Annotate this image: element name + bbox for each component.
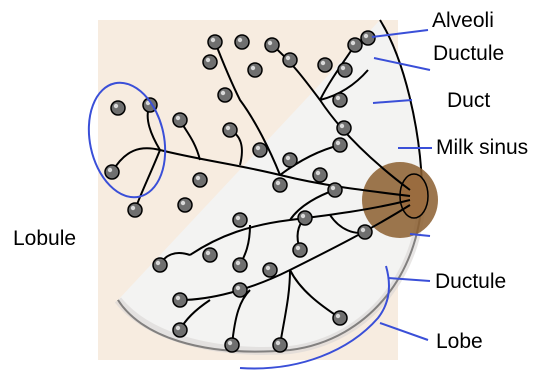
alveolus bbox=[333, 311, 347, 325]
alveolus-highlight bbox=[228, 341, 232, 345]
alveolus-highlight bbox=[176, 296, 180, 300]
alveolus bbox=[233, 258, 247, 272]
alveolus-highlight bbox=[341, 66, 345, 70]
alveolus-highlight bbox=[331, 186, 335, 190]
alveolus-highlight bbox=[206, 58, 210, 62]
alveolus-highlight bbox=[236, 261, 240, 265]
alveolus bbox=[111, 101, 125, 115]
alveolus-highlight bbox=[251, 66, 255, 70]
alveolus-highlight bbox=[296, 246, 300, 250]
alveolus bbox=[265, 38, 279, 52]
alveolus bbox=[318, 58, 332, 72]
alveolus-highlight bbox=[206, 251, 210, 255]
alveolus-highlight bbox=[321, 61, 325, 65]
alveolus-highlight bbox=[276, 181, 280, 185]
alveolus-highlight bbox=[364, 34, 368, 38]
alveolus bbox=[313, 168, 327, 182]
alveolus bbox=[283, 53, 297, 67]
alveolus bbox=[173, 293, 187, 307]
alveolus-highlight bbox=[238, 38, 242, 42]
alveolus-highlight bbox=[108, 168, 112, 172]
alveolus bbox=[248, 63, 262, 77]
alveolus-highlight bbox=[181, 201, 185, 205]
label-milk-sinus: Milk sinus bbox=[436, 137, 528, 158]
alveolus bbox=[218, 88, 232, 102]
alveolus bbox=[298, 211, 312, 225]
alveolus-highlight bbox=[131, 206, 135, 210]
alveolus bbox=[173, 323, 187, 337]
alveolus bbox=[225, 338, 239, 352]
label-ductule-bottom: Ductule bbox=[435, 271, 506, 292]
alveolus bbox=[348, 38, 362, 52]
alveolus-highlight bbox=[336, 96, 340, 100]
label-lobe: Lobe bbox=[436, 331, 483, 352]
alveolus bbox=[263, 263, 277, 277]
alveolus-highlight bbox=[340, 124, 344, 128]
alveolus bbox=[178, 198, 192, 212]
alveolus bbox=[283, 153, 297, 167]
alveolus-highlight bbox=[211, 38, 215, 42]
alveolus bbox=[253, 143, 267, 157]
alveolus-highlight bbox=[286, 56, 290, 60]
alveolus bbox=[333, 93, 347, 107]
alveolus bbox=[203, 248, 217, 262]
alveolus-highlight bbox=[176, 326, 180, 330]
alveolus-highlight bbox=[316, 171, 320, 175]
alveolus-highlight bbox=[301, 214, 305, 218]
alveolus-highlight bbox=[236, 286, 240, 290]
label-lobule: Lobule bbox=[13, 228, 76, 249]
alveolus bbox=[273, 178, 287, 192]
alveolus bbox=[235, 35, 249, 49]
alveolus bbox=[333, 138, 347, 152]
alveolus bbox=[273, 338, 287, 352]
alveolus-highlight bbox=[266, 266, 270, 270]
alveolus bbox=[337, 121, 351, 135]
label-duct: Duct bbox=[447, 90, 490, 111]
label-ductule-top: Ductule bbox=[433, 43, 504, 64]
alveolus-highlight bbox=[226, 126, 230, 130]
alveolus-highlight bbox=[361, 228, 365, 232]
alveolus bbox=[233, 213, 247, 227]
alveolus bbox=[338, 63, 352, 77]
alveolus bbox=[173, 113, 187, 127]
alveolus-highlight bbox=[114, 104, 118, 108]
alveolus-highlight bbox=[221, 91, 225, 95]
alveolus-highlight bbox=[351, 41, 355, 45]
alveolus-highlight bbox=[256, 146, 260, 150]
alveolus-highlight bbox=[286, 156, 290, 160]
alveolus bbox=[153, 258, 167, 272]
alveolus-highlight bbox=[336, 141, 340, 145]
alveolus bbox=[358, 225, 372, 239]
alveolus bbox=[233, 283, 247, 297]
alveolus bbox=[361, 31, 375, 45]
alveolus bbox=[203, 55, 217, 69]
alveolus-highlight bbox=[336, 314, 340, 318]
label-alveoli: Alveoli bbox=[432, 10, 494, 31]
alveolus bbox=[293, 243, 307, 257]
alveolus bbox=[193, 173, 207, 187]
alveolus-highlight bbox=[268, 41, 272, 45]
alveolus-highlight bbox=[156, 261, 160, 265]
alveolus-highlight bbox=[236, 216, 240, 220]
alveolus bbox=[208, 35, 222, 49]
alveolus bbox=[128, 203, 142, 217]
alveolus bbox=[328, 183, 342, 197]
alveolus bbox=[223, 123, 237, 137]
alveolus-highlight bbox=[176, 116, 180, 120]
alveolus-highlight bbox=[196, 176, 200, 180]
alveolus-highlight bbox=[276, 341, 280, 345]
alveolus bbox=[105, 165, 119, 179]
